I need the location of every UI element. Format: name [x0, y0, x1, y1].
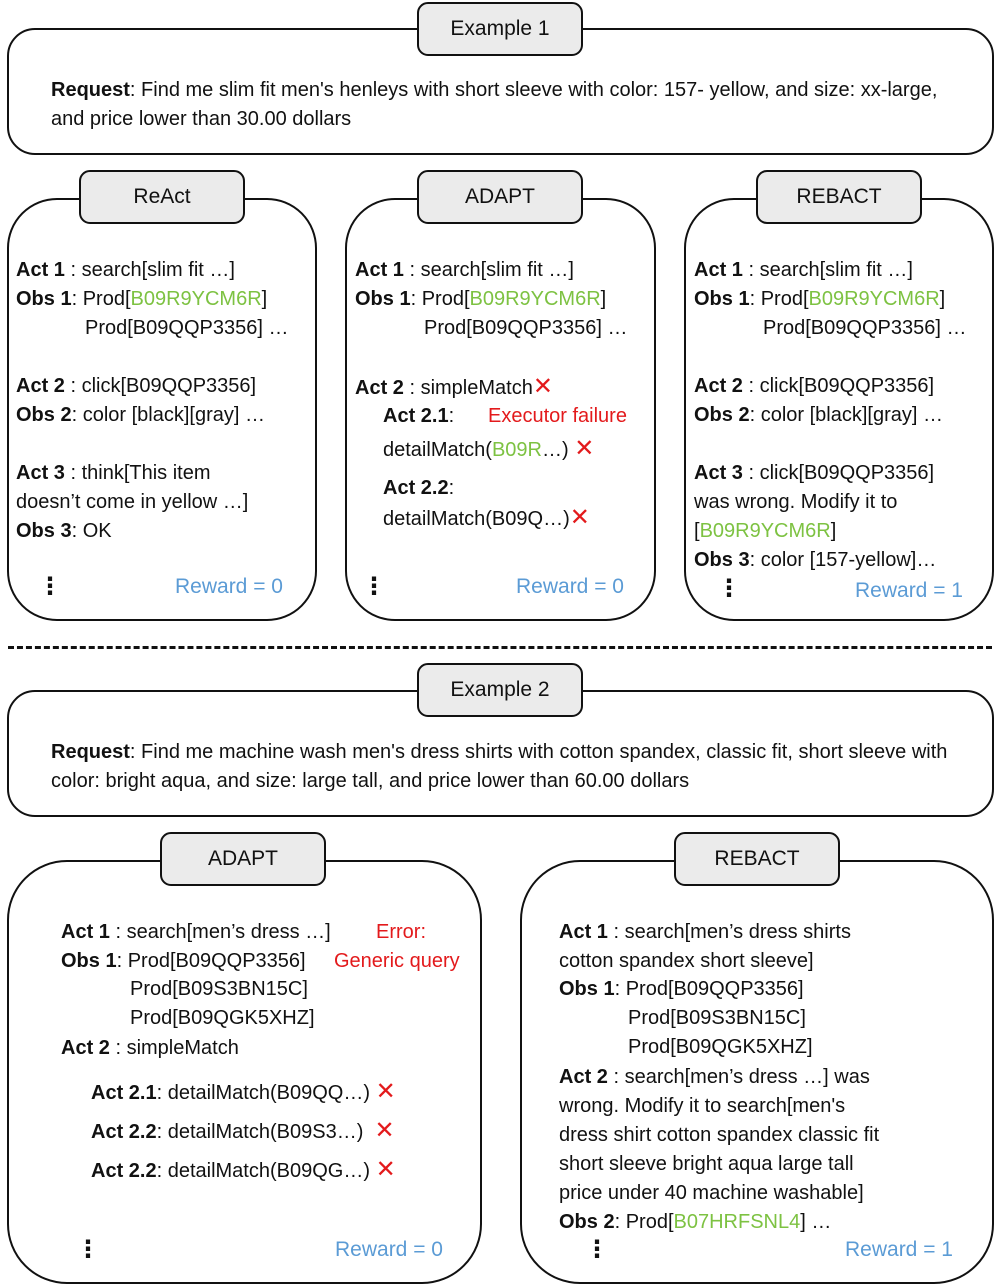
rebact1-act2: Act 2 : click[B09QQP3356] [694, 375, 935, 397]
rebact2-reward: Reward = 1 [845, 1238, 953, 1261]
adapt1-panel [345, 198, 656, 621]
rebact2-obs1: Obs 1: Prod[B09QQP3356] [559, 978, 804, 1000]
rebact1-obs1: Obs 1: Prod[B09R9YCM6R] [694, 288, 946, 310]
adapt1-act22: Act 2.2: [383, 477, 455, 499]
fail-x-icon: ✕ [569, 504, 590, 531]
adapt2-act22a: Act 2.2: detailMatch(B09S3…) ✕ [91, 1117, 395, 1144]
rebact2-act2-line3: dress shirt cotton spandex classic fit [559, 1124, 880, 1146]
react-obs1: Obs 1: Prod[B09R9YCM6R] [16, 288, 268, 310]
rebact1-ellipsis-icon: ⋮ [717, 575, 741, 602]
request-body: Find me slim fit men's henleys with shor… [51, 79, 938, 130]
fail-x-icon: ✕ [375, 1156, 396, 1183]
adapt2-error-line1: Error: [376, 921, 426, 943]
example2-request-text: Request: Find me machine wash men's dres… [51, 741, 948, 792]
rebact2-act1: Act 1 : search[men’s dress shirts [559, 921, 851, 943]
react-obs3: Obs 3: OK [16, 520, 112, 542]
adapt1-reward: Reward = 0 [516, 575, 624, 598]
adapt1-obs1: Obs 1: Prod[B09R9YCM6R] [355, 288, 607, 310]
product-id-correct: B09R9YCM6R [469, 288, 601, 310]
rebact2-act2-line5: price under 40 machine washable] [559, 1182, 864, 1204]
rebact1-act3: Act 3 : click[B09QQP3356] [694, 462, 935, 484]
rebact2-panel [520, 860, 994, 1284]
adapt2-reward: Reward = 0 [335, 1238, 443, 1261]
fail-x-icon: ✕ [574, 435, 595, 462]
example2-request-box [7, 690, 994, 817]
adapt1-ellipsis-icon: ⋮ [362, 573, 386, 600]
react-obs2: Obs 2: color [black][gray] … [16, 404, 265, 426]
rebact1-act3-line3: [B09R9YCM6R] [694, 520, 837, 542]
rebact1-obs3: Obs 3: color [157-yellow]… [694, 549, 937, 571]
rebact1-panel [684, 198, 994, 621]
adapt2-act2: Act 2 : simpleMatch [61, 1037, 239, 1059]
adapt1-detail1: detailMatch(B09R…) ✕ [383, 435, 595, 462]
rebact2-act2-line2: wrong. Modify it to search[men's [559, 1095, 846, 1117]
react-ellipsis-icon: ⋮ [38, 573, 62, 600]
adapt1-executor-failure: Executor failure [488, 405, 627, 427]
adapt2-panel [7, 860, 482, 1284]
product-id-correct: B09R9YCM6R [130, 288, 262, 310]
react-obs1-line2: Prod[B09QQP3356] … [85, 317, 289, 339]
adapt1-act21: Act 2.1: [383, 405, 455, 427]
product-id-correct: B09R9YCM6R [808, 288, 940, 310]
rebact2-obs1-line2: Prod[B09S3BN15C] [628, 1007, 806, 1029]
adapt2-obs1-line3: Prod[B09QGK5XHZ] [130, 1007, 315, 1029]
adapt2-act22b: Act 2.2: detailMatch(B09QG…) ✕ [91, 1156, 396, 1183]
react-panel [7, 198, 317, 621]
react-act1: Act 1 : search[slim fit …] [16, 259, 235, 281]
product-id-correct: B07HRFSNL4 [673, 1211, 801, 1233]
rebact1-title-tag: REBACT [756, 170, 922, 224]
rebact2-ellipsis-icon: ⋮ [585, 1236, 609, 1263]
rebact1-act3-line2: was wrong. Modify it to [694, 491, 898, 513]
adapt2-title-tag: ADAPT [160, 832, 326, 886]
request-body: Find me machine wash men's dress shirts … [51, 741, 948, 792]
adapt2-act21: Act 2.1: detailMatch(B09QQ…) ✕ [91, 1078, 396, 1105]
adapt2-act1: Act 1 : search[men’s dress …] [61, 921, 331, 943]
fail-x-icon: ✕ [532, 373, 553, 400]
product-id-correct: B09R9YCM6R [699, 520, 831, 542]
rebact2-title-tag: REBACT [674, 832, 840, 886]
example2-title-tag: Example 2 [417, 663, 583, 717]
adapt2-error-line2: Generic query [334, 950, 460, 972]
example1-request-text: Request: Find me slim fit men's henleys … [51, 79, 938, 130]
fail-x-icon: ✕ [375, 1078, 396, 1105]
adapt2-ellipsis-icon: ⋮ [76, 1236, 100, 1263]
adapt1-detail2: detailMatch(B09Q…)✕ [383, 504, 590, 531]
request-label: Request [51, 79, 130, 101]
adapt1-act2: Act 2 : simpleMatch✕ [355, 373, 553, 400]
react-title-tag: ReAct [79, 170, 245, 224]
react-act3-line2: doesn’t come in yellow …] [16, 491, 249, 513]
rebact1-act1: Act 1 : search[slim fit …] [694, 259, 913, 281]
rebact1-obs1-line2: Prod[B09QQP3356] … [763, 317, 967, 339]
adapt2-obs1-line2: Prod[B09S3BN15C] [130, 978, 308, 1000]
react-reward: Reward = 0 [175, 575, 283, 598]
rebact2-act1-line2: cotton spandex short sleeve] [559, 950, 814, 972]
adapt1-obs1-line2: Prod[B09QQP3356] … [424, 317, 628, 339]
adapt1-title-tag: ADAPT [417, 170, 583, 224]
example1-title-tag: Example 1 [417, 2, 583, 56]
adapt1-act1: Act 1 : search[slim fit …] [355, 259, 574, 281]
section-divider [8, 646, 992, 649]
adapt2-obs1: Obs 1: Prod[B09QQP3356] [61, 950, 306, 972]
rebact2-act2: Act 2 : search[men’s dress …] was [559, 1066, 870, 1088]
react-act3: Act 3 : think[This item [16, 462, 211, 484]
react-act2: Act 2 : click[B09QQP3356] [16, 375, 257, 397]
rebact2-obs2: Obs 2: Prod[B07HRFSNL4] … [559, 1211, 832, 1233]
rebact1-obs2: Obs 2: color [black][gray] … [694, 404, 943, 426]
request-label: Request [51, 741, 130, 763]
rebact2-act2-line4: short sleeve bright aqua large tall [559, 1153, 854, 1175]
rebact1-reward: Reward = 1 [855, 579, 963, 602]
fail-x-icon: ✕ [374, 1117, 395, 1144]
rebact2-obs1-line3: Prod[B09QGK5XHZ] [628, 1036, 813, 1058]
